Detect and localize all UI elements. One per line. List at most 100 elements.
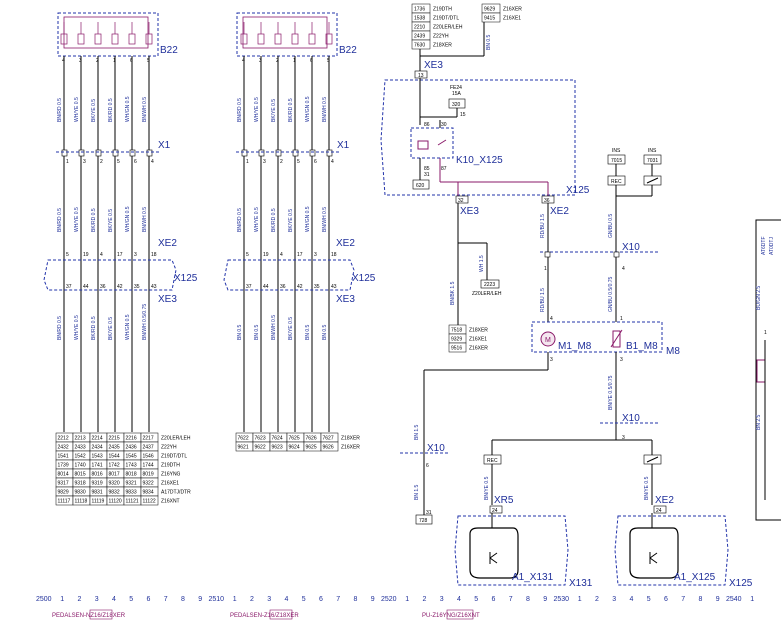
ins-label-2: INS (648, 148, 657, 154)
table-cell-value: 9832 (109, 490, 120, 496)
wire-bot-label: WH/YE 0.5 (74, 315, 80, 340)
b22-element-icon (240, 33, 248, 45)
table-cell-value: 2214 (92, 436, 103, 442)
table-row-variant: Z16XNT (161, 499, 180, 505)
xr5-pin-box (489, 505, 503, 514)
xe2-pin: 3 (134, 252, 137, 258)
x1-pin: 5 (297, 159, 300, 165)
m8-outline (531, 321, 663, 353)
table-cell-value: 9626 (323, 445, 334, 451)
table-row-variant: A17DTJ/DTR (161, 490, 191, 496)
xe2-label-2: XE2 (336, 238, 355, 249)
ruler-number: 8 (354, 596, 358, 603)
table-cell-value: 9624 (289, 445, 300, 451)
table-row-variant: Z18XER (469, 328, 488, 334)
fuse-label: FE24 (450, 85, 462, 91)
xe3b-label: XE3 (460, 206, 479, 217)
table-cell-value: 1544 (109, 454, 120, 460)
edge-wire-label-2: BN 2.5 (756, 414, 762, 430)
xe2-pin: 5 (246, 252, 249, 258)
table-row-variant: Z18XER (341, 436, 360, 442)
table-row-variant: Z16YNG (161, 472, 181, 478)
xe3b-pin: 32 (458, 198, 464, 204)
ruler-number: 7 (681, 596, 685, 603)
table-cell-value: 2437 (143, 445, 154, 451)
x131-label: X131 (569, 578, 593, 589)
wire-top-label: BN/RD 0.5 (237, 98, 243, 122)
xe3-top-label: XE3 (424, 60, 443, 71)
x10-label: X10 (622, 242, 640, 253)
ruler-number: 7 (336, 596, 340, 603)
table-cell-value: 2439 (414, 34, 425, 40)
table-cell-value: 9629 (484, 7, 495, 13)
x125b-label: X125 (729, 578, 753, 589)
xe3-pin: 44 (263, 284, 269, 290)
edge-wire-label-1: BU/GN 2.5 (756, 286, 762, 310)
x1-terminal (292, 149, 299, 157)
table-cell-value: 2212 (58, 436, 69, 442)
xe2-pin: 3 (314, 252, 317, 258)
ruler-number: 9 (198, 596, 202, 603)
table-row-variant: Z16XER (469, 346, 488, 352)
wire-bot-label: BN/WH 0.5 (271, 315, 277, 340)
table-cell-value: 1744 (143, 463, 154, 469)
wire-mid-label: BK/YE 0.5 (108, 209, 114, 232)
a1-x131-outline (454, 515, 569, 586)
b22-element-icon (308, 33, 316, 45)
x1-terminal (258, 149, 265, 157)
wire-bot-label: BN 0.5 (254, 324, 260, 340)
x10-terminal-1 (544, 251, 551, 258)
ruler-number: 1 (578, 596, 582, 603)
wire-bn15b-label: BN 1.5 (414, 484, 420, 500)
table-cell-value: 11120 (109, 499, 122, 505)
table-cell-value: 11122 (143, 499, 156, 505)
caption-2: PEDALSEN-Z16/Z18XER (230, 613, 299, 619)
x1-terminal (275, 149, 282, 157)
wire-top-label: BK/YE 0.5 (91, 99, 97, 122)
table-row-variant: Z19DT/DTL (161, 454, 187, 460)
b22-sensor-symbols-2 (240, 22, 333, 45)
x1-terminal (61, 149, 68, 157)
ground-code-box (412, 179, 430, 190)
edge-module-outline (755, 219, 781, 521)
x1-terminal (129, 149, 136, 157)
wire-mid-label: BN/WH 0.5 (322, 207, 328, 232)
wire-bnye3-label: BN/YE 0.5 (644, 476, 650, 500)
a1-x131-module-icon (469, 527, 519, 579)
table-cell-value: 1740 (75, 463, 86, 469)
table-row-variant: Z22YH (433, 34, 449, 40)
x1-pin: 1 (246, 159, 249, 165)
x10-pin-1: 1 (544, 266, 547, 272)
ground-code: 620 (416, 183, 425, 189)
ruler-number: 2 (595, 596, 599, 603)
ruler-number: 2 (423, 596, 427, 603)
wire-bot-label: BK/YE 0.5 (108, 317, 114, 340)
ruler-number: 3 (612, 596, 616, 603)
x125-label: X125 (174, 273, 198, 284)
x1-label: X1 (158, 140, 171, 151)
ruler-number: 2510 (209, 596, 225, 603)
table-row-variant: Z16XE1 (503, 16, 521, 22)
table-cell-value: 2432 (58, 445, 69, 451)
wire-bnye2-label: BN/YE 0.5 (484, 476, 490, 500)
table-row-variant: Z19DT/DTL (433, 16, 459, 22)
table-cell-value: 9831 (92, 490, 103, 496)
table-cell (140, 495, 159, 506)
wire-top-label: BN/WH 0.5 (322, 97, 328, 122)
wire-bnbk-label: BN/BK 1.5 (450, 281, 456, 305)
relay-pin-31: 31 (424, 172, 430, 178)
table-cell-value: 7622 (238, 436, 249, 442)
xe2b-pin-box (653, 505, 667, 514)
table-row-variant: Z16XE1 (469, 337, 487, 343)
wire-bnye-label: BN/YE 0.5/0.75 (608, 375, 614, 410)
ruler-number: 3 (440, 596, 444, 603)
code-728-box (415, 514, 433, 525)
wire-mid-label: WH/GN 0.5 (125, 206, 131, 232)
ins-label-1: INS (612, 148, 621, 154)
rec-label-1: REC (611, 179, 622, 185)
ruler-number: 3 (95, 596, 99, 603)
x1-label-2: X1 (337, 140, 350, 151)
